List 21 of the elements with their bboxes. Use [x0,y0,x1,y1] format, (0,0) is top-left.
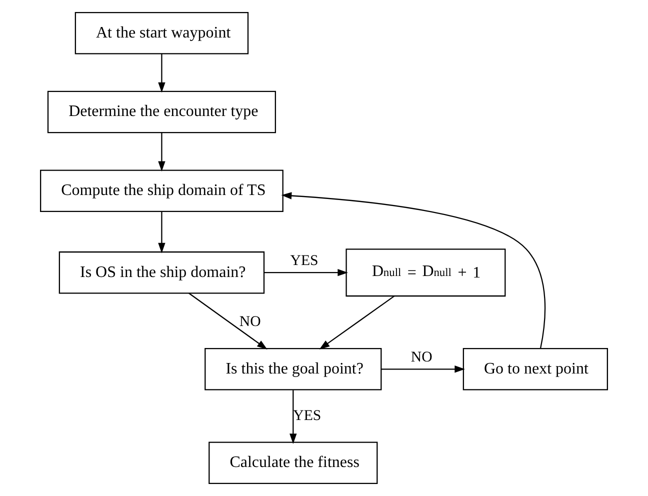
node-box: Compute the ship domain of TS [40,170,284,212]
arrow [290,390,297,444]
arrow [158,54,166,93]
edge-label: NO [239,314,261,330]
node-box: At the start waypoint [74,12,249,54]
node-box: Is OS in the ship domain? [58,251,265,294]
node-box: Determine the encounter type [47,90,276,134]
arrow [319,296,395,350]
node-box: Go to next point [462,348,608,390]
arrow [264,268,348,276]
edge-label: NO [410,350,432,366]
node-box: Calculate the fitness [208,442,378,484]
arrow [188,292,268,350]
node-box: Is this the goal point? [204,348,382,390]
arrow [381,366,465,373]
arrow [158,132,166,172]
arrow [281,192,546,348]
arrow [158,212,166,254]
node-box: Dnull = Dnull + 1 [346,248,506,297]
edge-label: YES [290,253,318,270]
edge-label: YES [293,408,322,424]
